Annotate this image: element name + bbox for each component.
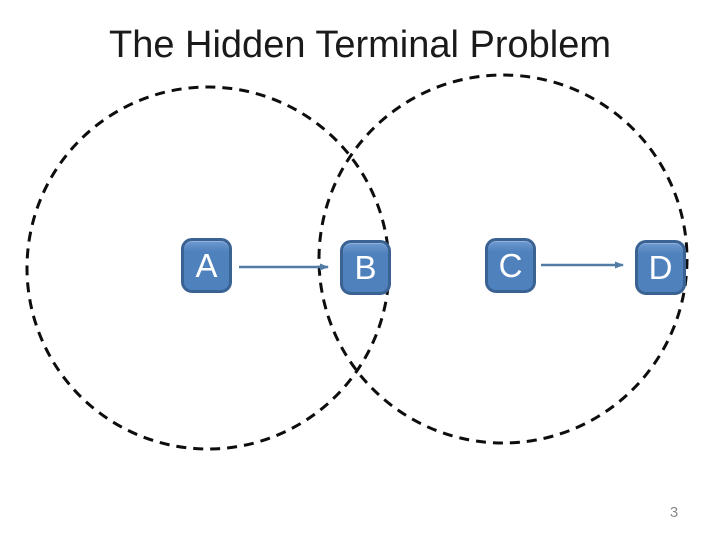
slide-title: The Hidden Terminal Problem xyxy=(109,24,611,66)
node-d-label: D xyxy=(648,249,673,286)
right-transmission-range-circle xyxy=(317,73,689,445)
node-c-label: C xyxy=(498,247,523,284)
node-d: D xyxy=(635,240,686,295)
node-c: C xyxy=(485,238,536,293)
node-b-label: B xyxy=(354,249,377,286)
node-a-label: A xyxy=(195,247,218,284)
node-a: A xyxy=(181,238,232,293)
node-b: B xyxy=(340,240,391,295)
slide-page-number: 3 xyxy=(669,504,679,521)
